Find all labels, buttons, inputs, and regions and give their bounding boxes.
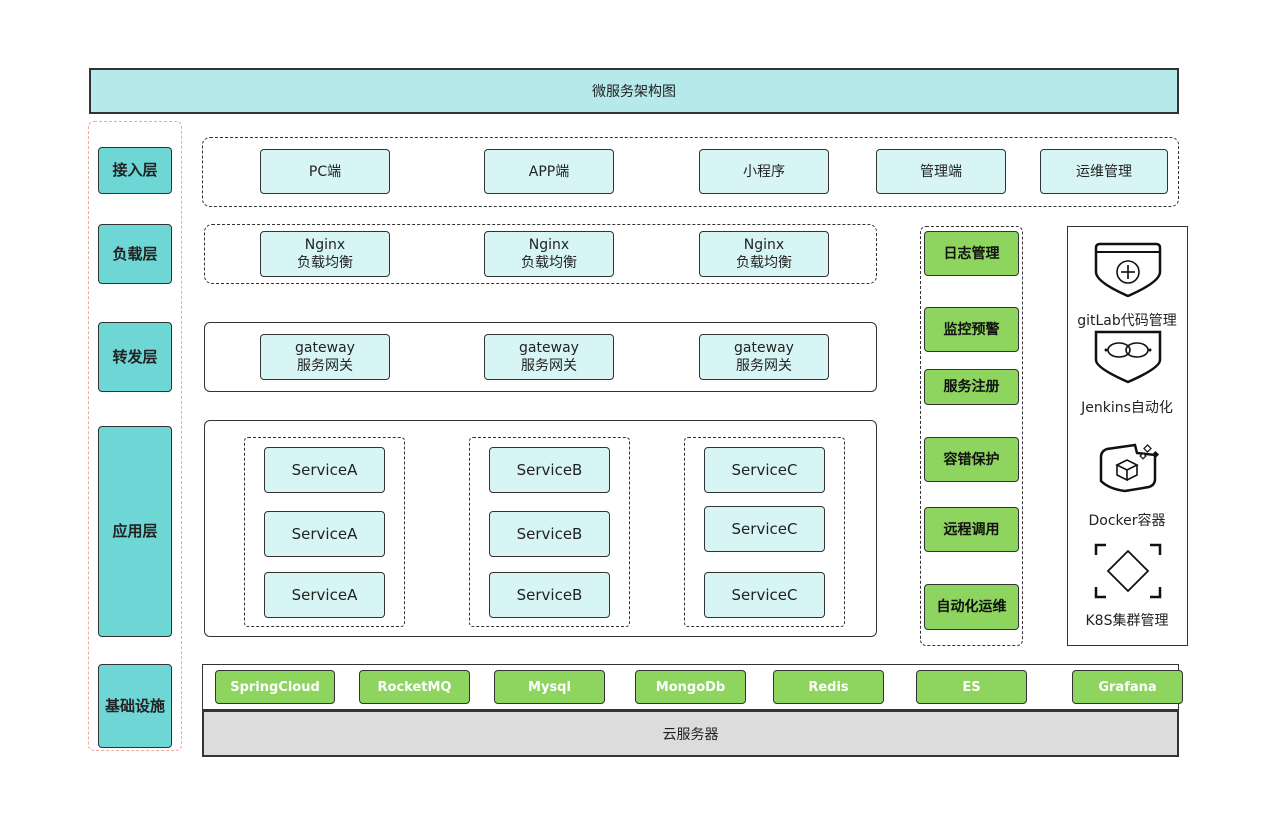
gateway-desc: 服务网关: [297, 358, 353, 374]
diagram-title: 微服务架构图: [89, 68, 1179, 114]
support-group: [920, 226, 1023, 646]
nginx-box: Nginx 负载均衡: [260, 231, 390, 277]
nginx-desc: 负载均衡: [521, 255, 577, 271]
tools-panel: [1067, 226, 1188, 646]
service-a-instance: ServiceA: [264, 447, 385, 493]
gateway-name: gateway: [734, 340, 794, 356]
infra-redis: Redis: [773, 670, 884, 704]
load-group: [204, 224, 877, 284]
support-registry: 服务注册: [924, 369, 1019, 405]
access-item-miniprogram: 小程序: [699, 149, 829, 194]
cloud-server: 云服务器: [202, 710, 1179, 757]
shield-plus-icon: [1094, 242, 1162, 298]
support-monitoring: 监控预警: [924, 307, 1019, 352]
gateway-name: gateway: [519, 340, 579, 356]
access-item-admin: 管理端: [876, 149, 1006, 194]
service-c-cluster: [684, 437, 845, 627]
gateway-group: [204, 322, 877, 392]
gateway-desc: 服务网关: [521, 358, 577, 374]
application-group: [204, 420, 877, 637]
pipeline-icon: [1094, 330, 1162, 384]
tool-label-gitlab: gitLab代码管理: [1077, 313, 1177, 329]
cluster-icon: [1094, 543, 1162, 599]
tool-label-k8s: K8S集群管理: [1085, 613, 1169, 629]
access-item-ops: 运维管理: [1040, 149, 1168, 194]
gateway-box: gateway 服务网关: [260, 334, 390, 380]
service-b-instance: ServiceB: [489, 572, 610, 618]
support-rpc: 远程调用: [924, 507, 1019, 552]
layer-load: 负载层: [98, 224, 172, 284]
layer-forward: 转发层: [98, 322, 172, 392]
nginx-desc: 负载均衡: [297, 255, 353, 271]
service-b-instance: ServiceB: [489, 447, 610, 493]
nginx-name: Nginx: [743, 237, 785, 253]
gateway-desc: 服务网关: [736, 358, 792, 374]
gateway-box: gateway 服务网关: [484, 334, 614, 380]
service-a-instance: ServiceA: [264, 511, 385, 557]
support-logging: 日志管理: [924, 231, 1019, 276]
nginx-desc: 负载均衡: [736, 255, 792, 271]
service-a-cluster: [244, 437, 405, 627]
infra-grafana: Grafana: [1072, 670, 1183, 704]
layer-application: 应用层: [98, 426, 172, 637]
infra-rocketmq: RocketMQ: [359, 670, 470, 704]
nginx-name: Nginx: [528, 237, 570, 253]
infra-mongodb: MongoDb: [635, 670, 746, 704]
tool-label-jenkins: Jenkins自动化: [1081, 400, 1173, 416]
service-a-instance: ServiceA: [264, 572, 385, 618]
layer-column: [88, 121, 182, 751]
infra-mysql: Mysql: [494, 670, 605, 704]
access-group: [202, 137, 1179, 207]
container-icon: [1099, 443, 1160, 493]
access-item-app: APP端: [484, 149, 614, 194]
tool-label-docker: Docker容器: [1088, 513, 1166, 529]
service-c-instance: ServiceC: [704, 447, 825, 493]
nginx-box: Nginx 负载均衡: [699, 231, 829, 277]
service-b-instance: ServiceB: [489, 511, 610, 557]
access-item-pc: PC端: [260, 149, 390, 194]
infra-es: ES: [916, 670, 1027, 704]
layer-infrastructure: 基础设施: [98, 664, 172, 748]
nginx-box: Nginx 负载均衡: [484, 231, 614, 277]
support-fault-tolerance: 容错保护: [924, 437, 1019, 482]
service-b-cluster: [469, 437, 630, 627]
infra-springcloud: SpringCloud: [215, 670, 335, 704]
nginx-name: Nginx: [304, 237, 346, 253]
support-devops: 自动化运维: [924, 584, 1019, 630]
service-c-instance: ServiceC: [704, 572, 825, 618]
service-c-instance: ServiceC: [704, 506, 825, 552]
gateway-name: gateway: [295, 340, 355, 356]
layer-access: 接入层: [98, 147, 172, 194]
gateway-box: gateway 服务网关: [699, 334, 829, 380]
